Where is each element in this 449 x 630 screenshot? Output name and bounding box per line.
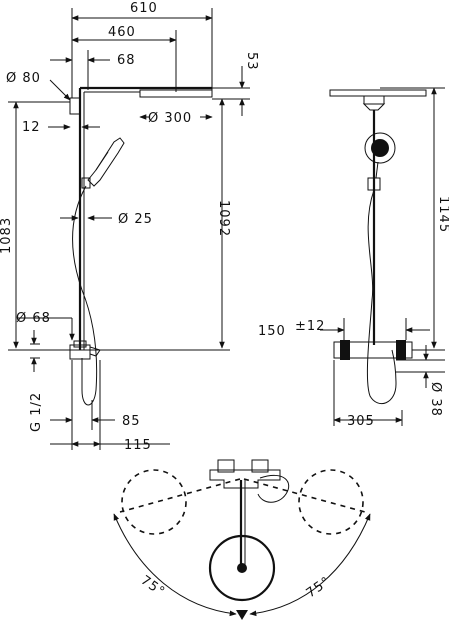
dim-12: 12 (22, 120, 41, 135)
thermostat-top (209, 469, 281, 489)
hand-shower-side (87, 137, 125, 187)
wall-bracket-top (69, 97, 81, 115)
dimension-labels: 610 460 68 53 Ø 80 12 Ø 300 1083 1092 Ø … (0, 1, 449, 601)
top-view (113, 459, 371, 620)
dim-53: 53 (244, 52, 259, 71)
dim-d25: Ø 25 (118, 212, 153, 227)
dim-115: 115 (124, 438, 152, 453)
dim-d80: Ø 80 (6, 71, 41, 86)
dim-g12: G 1/2 (29, 392, 44, 432)
dim-pm12: ±12 (295, 319, 325, 334)
dim-460: 460 (108, 25, 136, 40)
thermostat-side (69, 344, 91, 360)
dim-d300: Ø 300 (148, 111, 192, 126)
side-view-dimensions (8, 8, 250, 450)
dim-610: 610 (130, 1, 158, 16)
hand-shower-front (364, 132, 396, 164)
dim-1092: 1092 (216, 200, 231, 237)
side-view (69, 86, 213, 406)
rotated-shower-right (298, 469, 364, 535)
overhead-shower-front (329, 89, 427, 97)
front-view (329, 89, 427, 405)
front-view-dimensions (320, 87, 445, 426)
angle-75-right: 75° (304, 574, 334, 601)
dim-d38: Ø 38 (428, 382, 443, 417)
dim-85: 85 (122, 414, 141, 429)
dim-68-top: 68 (117, 53, 136, 68)
dim-150: 150 (258, 324, 286, 339)
dim-d68: Ø 68 (16, 311, 51, 326)
angle-75-left: 75° (138, 573, 168, 600)
dim-1145: 1145 (436, 196, 449, 233)
dim-305: 305 (347, 414, 375, 429)
rotated-shower-left (121, 469, 187, 535)
dim-1083: 1083 (0, 217, 14, 254)
